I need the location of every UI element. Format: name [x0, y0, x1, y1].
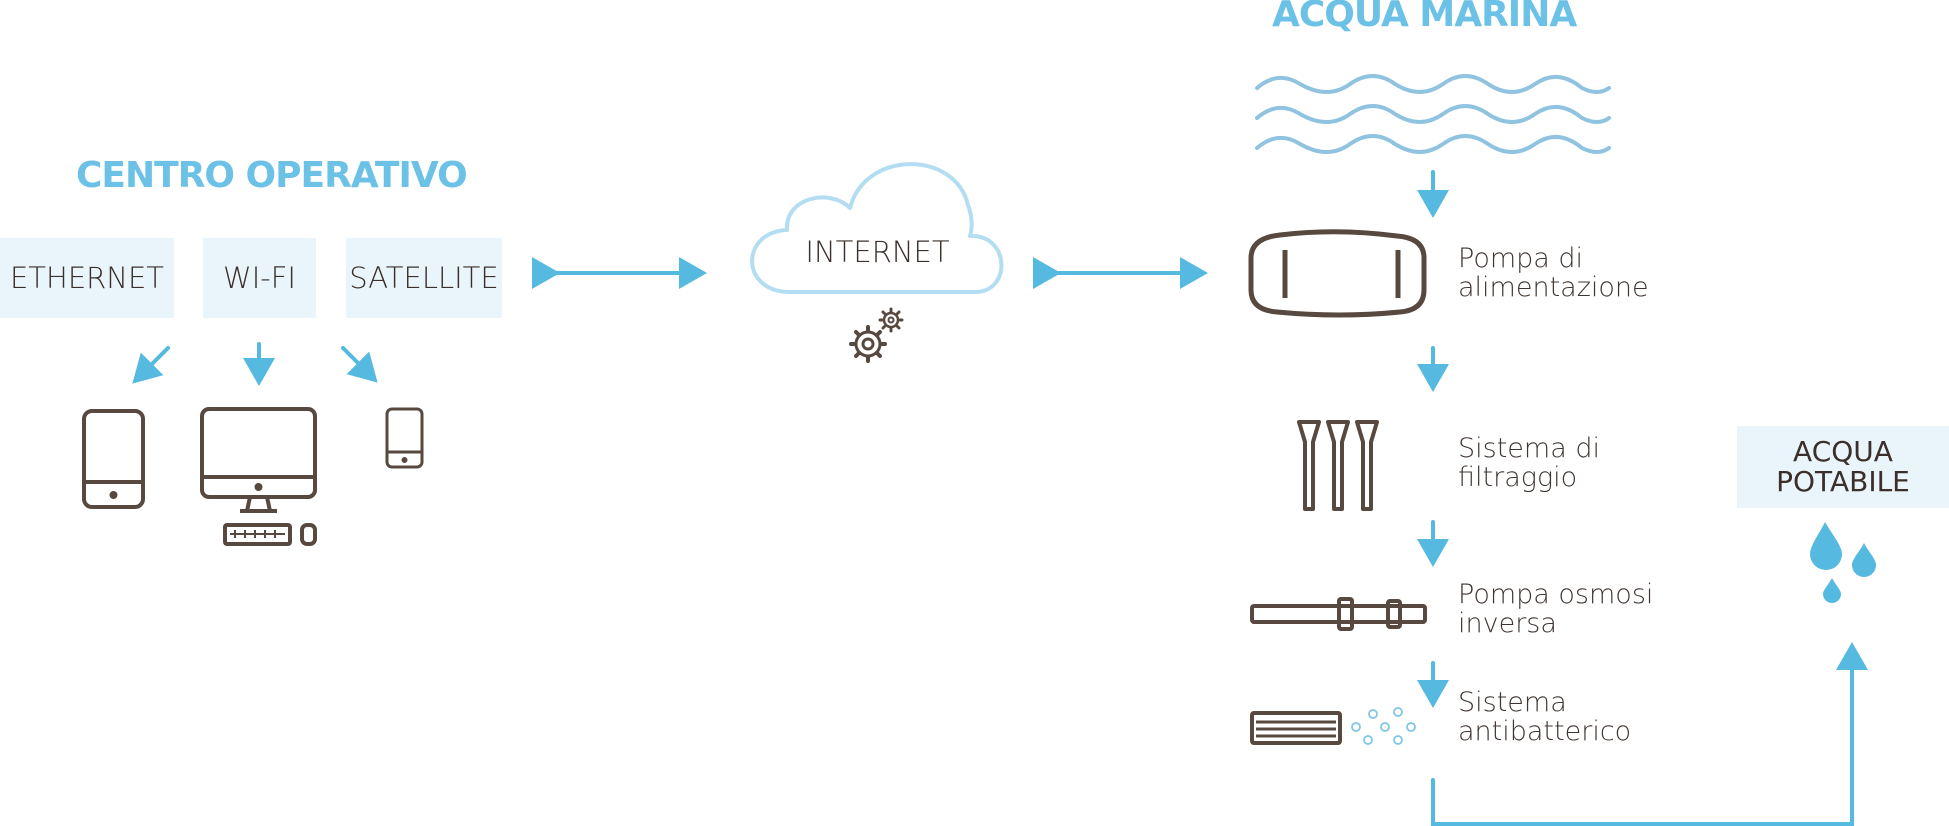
- gears-icon: [849, 307, 904, 363]
- smartphone-icon: [385, 407, 424, 469]
- step-label-line: Sistema: [1458, 687, 1567, 718]
- sea-waves-icon: [1255, 74, 1611, 154]
- step-label-line: inversa: [1458, 608, 1557, 639]
- filter-cartridges-icon: [1297, 420, 1379, 511]
- centro-operativo-heading: CENTRO OPERATIVO: [76, 155, 468, 196]
- arrow-satellite-to-phone: [341, 346, 378, 383]
- step-label-line: alimentazione: [1458, 272, 1649, 303]
- ethernet-box: ETHERNET: [0, 238, 174, 318]
- satellite-box: SATELLITE: [346, 238, 502, 318]
- arrow-to-drinking-water: [1431, 642, 1868, 826]
- step-label-antibacterial: Sistema antibatterico: [1458, 688, 1631, 746]
- feed-pump-icon: [1248, 229, 1427, 318]
- water-drops-icon: [1810, 522, 1876, 603]
- step-label-line: filtraggio: [1458, 462, 1578, 493]
- acqua-potabile-line: POTABILE: [1776, 465, 1910, 498]
- step-label-line: antibatterico: [1458, 716, 1632, 747]
- reverse-osmosis-pump-icon: [1250, 597, 1427, 631]
- antibacterial-system-icon: [1250, 707, 1416, 745]
- acqua-potabile-box: ACQUA POTABILE: [1737, 426, 1949, 508]
- step-label-line: Pompa osmosi: [1458, 579, 1654, 610]
- step-label-line: Sistema di: [1458, 433, 1600, 464]
- step-label-line: Pompa di: [1458, 243, 1584, 274]
- arrow-ethernet-to-tablet: [132, 346, 170, 384]
- internet-label: INTERNET: [805, 235, 950, 269]
- desktop-computer-icon: [200, 407, 317, 546]
- acqua-potabile-line: ACQUA: [1793, 435, 1893, 468]
- step-label-osmosis: Pompa osmosi inversa: [1458, 580, 1653, 638]
- wifi-box: WI-FI: [203, 238, 316, 318]
- acqua-marina-heading: ACQUA MARINA: [1272, 0, 1577, 35]
- step-label-filter: Sistema di filtraggio: [1458, 434, 1600, 492]
- cloud-icon: [750, 162, 1004, 294]
- tablet-icon: [82, 409, 145, 509]
- step-label-feed-pump: Pompa di alimentazione: [1458, 244, 1649, 302]
